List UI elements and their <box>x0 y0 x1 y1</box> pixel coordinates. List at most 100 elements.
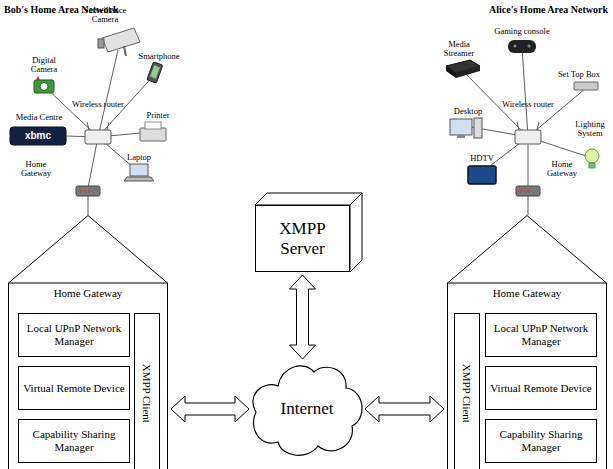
home-gateway-icon-part <box>88 190 90 192</box>
house-outline <box>9 216 168 469</box>
device-label: Wireless router <box>502 100 554 109</box>
hdtv-icon <box>468 166 496 184</box>
home-gateway-icon-part <box>76 186 100 196</box>
gateway-heading: Home Gateway <box>54 287 123 300</box>
module-label: XMPP Client <box>141 363 154 422</box>
wireless-router-icon-part <box>515 130 541 144</box>
home-gateway-icon-part <box>84 190 86 192</box>
module-label: Virtual Remote Device <box>490 382 591 395</box>
device-label: Home Gateway <box>14 160 58 179</box>
module-box: Capability Sharing Manager <box>18 419 130 463</box>
media-centre-logo <box>10 127 66 145</box>
surveillance-camera-icon-part <box>98 39 104 48</box>
device-label: Surveillance Camera <box>80 6 130 25</box>
hdtv-icon-part <box>468 166 496 184</box>
wireless-router-icon-part <box>517 122 519 130</box>
home-gateway-icon-part <box>524 190 526 192</box>
cloud-outline <box>253 366 362 456</box>
surveillance-camera-icon-part <box>102 28 140 52</box>
gateway-heading: Home Gateway <box>493 287 562 300</box>
gaming-console-icon-part <box>508 40 536 53</box>
wireless-router-icon-part <box>87 122 89 130</box>
server-label: XMPP Server <box>268 219 338 258</box>
lighting-icon-part <box>585 149 599 163</box>
device-label: Set Top Box <box>550 70 608 79</box>
module-label: Capability Sharing Manager <box>22 428 126 453</box>
laptop-icon <box>124 164 154 181</box>
gaming-console-icon-part <box>514 45 517 48</box>
module-label: Capability Sharing Manager <box>489 428 593 453</box>
module-label: Local UPnP Network Manager <box>22 322 126 347</box>
home-gateway-icon-part <box>528 190 530 192</box>
wireless-router-icon-part <box>537 122 539 130</box>
digital-camera-icon <box>34 76 54 93</box>
digital-camera-icon-part <box>34 80 54 93</box>
cube-side-face <box>350 193 362 272</box>
module-label: XMPP Client <box>461 363 474 422</box>
gaming-console-icon <box>508 40 536 53</box>
device-label: Wireless router <box>72 100 124 109</box>
block-arrow <box>290 275 316 359</box>
smartphone-icon-part <box>147 62 163 83</box>
media-streamer-icon-part <box>446 66 456 78</box>
digital-camera-icon-part <box>36 76 40 80</box>
network-links-part <box>528 137 529 188</box>
home-gateway-icon <box>76 186 100 196</box>
network-links-part <box>88 196 89 215</box>
house-outline <box>448 216 607 469</box>
block-arrow <box>171 396 249 422</box>
network-links-part <box>522 47 528 137</box>
logo-text: xbmc <box>10 130 66 141</box>
module-box: Capability Sharing Manager <box>485 419 597 463</box>
roof-base-line <box>447 283 607 284</box>
lighting-icon-part <box>589 163 595 168</box>
module-box: Virtual Remote Device <box>485 366 597 410</box>
device-label: Smartphone <box>130 52 188 61</box>
home-gateway-icon-part <box>520 190 522 192</box>
home-gateway-icon-part <box>516 186 540 196</box>
network-links-part <box>528 196 529 215</box>
desktop-icon-part <box>457 135 465 138</box>
device-label: Lighting System <box>570 120 610 139</box>
network-links <box>44 47 592 215</box>
device-label: Media Streamer <box>434 40 484 59</box>
laptop-icon-part <box>124 177 154 181</box>
network-links-part <box>528 88 586 137</box>
smartphone-icon-part <box>150 65 160 78</box>
laptop-icon-part <box>130 164 148 176</box>
network-label: Internet <box>281 399 334 419</box>
module-label: Virtual Remote Device <box>23 382 124 395</box>
module-box: Virtual Remote Device <box>18 366 130 410</box>
desktop-icon <box>450 118 482 138</box>
device-label: Desktop <box>446 107 490 116</box>
device-label: Home Gateway <box>540 160 584 179</box>
media-streamer-icon <box>446 60 480 78</box>
media-centre-logo-part <box>10 127 66 145</box>
printer-icon-part <box>145 122 161 129</box>
module-box: Local UPnP Network Manager <box>18 313 130 357</box>
wireless-router-icon-part <box>107 122 109 130</box>
desktop-icon-part <box>450 119 472 135</box>
printer-icon <box>140 122 166 141</box>
gaming-console-icon-part <box>528 45 531 48</box>
network-title: Alice's Home Area Network <box>436 4 608 15</box>
wireless-router-icon-part <box>85 130 111 144</box>
set-top-box-icon-part <box>574 82 598 90</box>
home-gateway-icon-part <box>80 190 82 192</box>
roof-base-line <box>8 283 168 284</box>
wireless-router-icon <box>515 122 541 144</box>
internet-cloud: Internet <box>252 362 362 456</box>
surveillance-camera-icon <box>98 28 140 56</box>
device-label: Printer <box>138 111 178 120</box>
gateway-house: XMPP ClientLocal UPnP Network ManagerVir… <box>447 215 607 469</box>
device-label: Media Centre <box>8 113 70 122</box>
smartphone-icon <box>147 62 163 83</box>
surveillance-camera-icon-part <box>124 46 126 56</box>
client-column: XMPP Client <box>454 313 480 469</box>
set-top-box-icon <box>574 82 598 90</box>
device-label: HDTV <box>462 154 502 163</box>
cube-top-face <box>255 193 362 205</box>
digital-camera-icon-part <box>40 83 48 91</box>
lighting-icon <box>585 149 599 168</box>
